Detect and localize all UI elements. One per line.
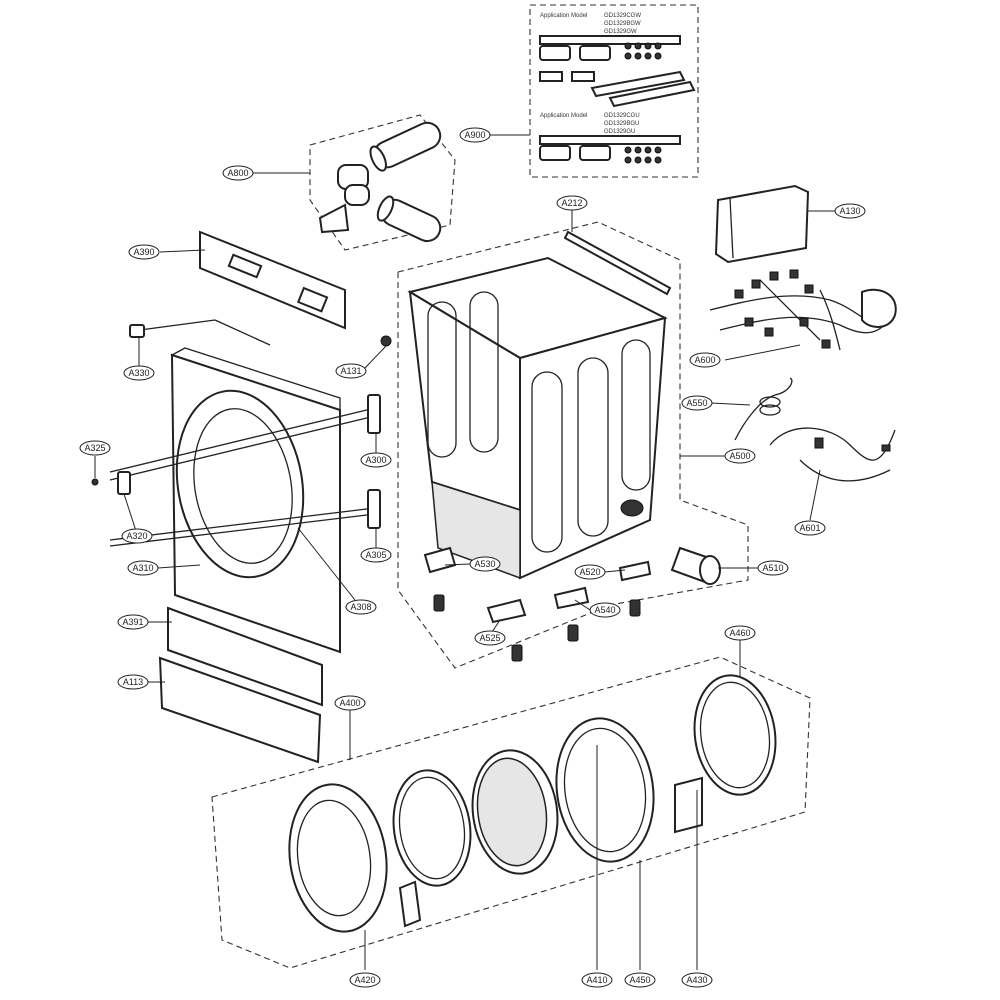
callouts: A900 A800 A212 A130 A390 A330 A131 A600 … [79,127,866,988]
svg-text:A390: A390 [133,247,154,257]
svg-text:A550: A550 [686,398,707,408]
callout-a460: A460 [724,625,756,641]
callout-a212: A212 [556,195,588,211]
callout-a430: A430 [681,972,713,988]
svg-text:A800: A800 [227,168,248,178]
callout-a800: A800 [222,165,254,181]
front-rails [91,324,381,547]
inset-model-1c: GD1329GW [604,29,637,35]
svg-text:A460: A460 [729,628,750,638]
callout-a330: A330 [123,365,155,381]
callout-a410: A410 [581,972,613,988]
door-parts [288,674,777,933]
callout-a390: A390 [128,244,160,260]
callout-a113: A113 [117,674,149,690]
svg-text:A430: A430 [686,975,707,985]
callout-a131: A131 [335,363,367,379]
cabinet-body [380,256,668,580]
door-region [211,656,811,969]
callout-a550: A550 [681,395,713,411]
lower-bracket [158,606,323,764]
callout-a130: A130 [834,203,866,219]
callout-a300: A300 [360,452,392,468]
svg-text:A300: A300 [365,455,386,465]
callout-a900: A900 [459,127,491,143]
callout-a520: A520 [574,564,606,580]
svg-text:A410: A410 [586,975,607,985]
callout-a400: A400 [334,695,366,711]
wire-harness [709,269,897,351]
svg-text:A500: A500 [729,451,750,461]
svg-text:A330: A330 [128,368,149,378]
callout-a305: A305 [360,547,392,563]
svg-text:A400: A400 [339,698,360,708]
top-rail [563,230,672,296]
power-cord [734,377,793,441]
svg-text:A212: A212 [561,198,582,208]
callout-a540: A540 [589,602,621,618]
callout-a391: A391 [117,614,149,630]
inset-model-2c: GD1329GU [604,129,635,135]
svg-text:A308: A308 [350,602,371,612]
callout-a600: A600 [689,352,721,368]
gas-wire [769,427,896,482]
svg-text:A510: A510 [762,563,783,573]
exhaust-duct [670,546,721,585]
inset-model-label-2: Application Model [540,113,587,119]
callout-a525: A525 [474,630,506,646]
control-panel [714,184,810,264]
svg-text:A320: A320 [126,531,147,541]
svg-text:A131: A131 [340,366,361,376]
svg-text:A420: A420 [354,975,375,985]
callout-a308: A308 [345,599,377,615]
front-panel [139,319,341,654]
svg-text:A600: A600 [694,355,715,365]
inset-model-2b: GD1329BGU [604,121,639,127]
control-bracket [199,230,346,330]
callout-a500: A500 [724,448,756,464]
duct-assembly [309,114,456,251]
svg-text:A130: A130 [839,206,860,216]
inset-model-1a: GD1329CGW [604,13,641,19]
svg-text:A900: A900 [464,130,485,140]
callout-a510: A510 [757,560,789,576]
callout-a530: A530 [469,556,501,572]
svg-text:A525: A525 [479,633,500,643]
inset-model-label-1: Application Model [540,13,587,19]
callout-a450: A450 [624,972,656,988]
svg-text:A310: A310 [132,563,153,573]
svg-text:A530: A530 [474,559,495,569]
inset-a900-box: Application Model GD1329CGW GD1329BGW GD… [529,4,699,178]
inset-model-2a: GD1329CGU [604,113,640,119]
svg-text:A325: A325 [84,443,105,453]
svg-text:A391: A391 [122,617,143,627]
svg-text:A601: A601 [799,523,820,533]
callout-a310: A310 [127,560,159,576]
svg-text:A520: A520 [579,567,600,577]
inset-model-1b: GD1329BGW [604,21,641,27]
svg-text:A540: A540 [594,605,615,615]
callout-a601: A601 [794,520,826,536]
callout-a420: A420 [349,972,381,988]
callout-a320: A320 [121,528,153,544]
svg-text:A113: A113 [123,677,143,687]
cabinet-region [397,221,749,669]
svg-text:A305: A305 [365,550,386,560]
leveling-legs [423,546,652,662]
callout-a325: A325 [79,440,111,456]
svg-text:A450: A450 [629,975,650,985]
